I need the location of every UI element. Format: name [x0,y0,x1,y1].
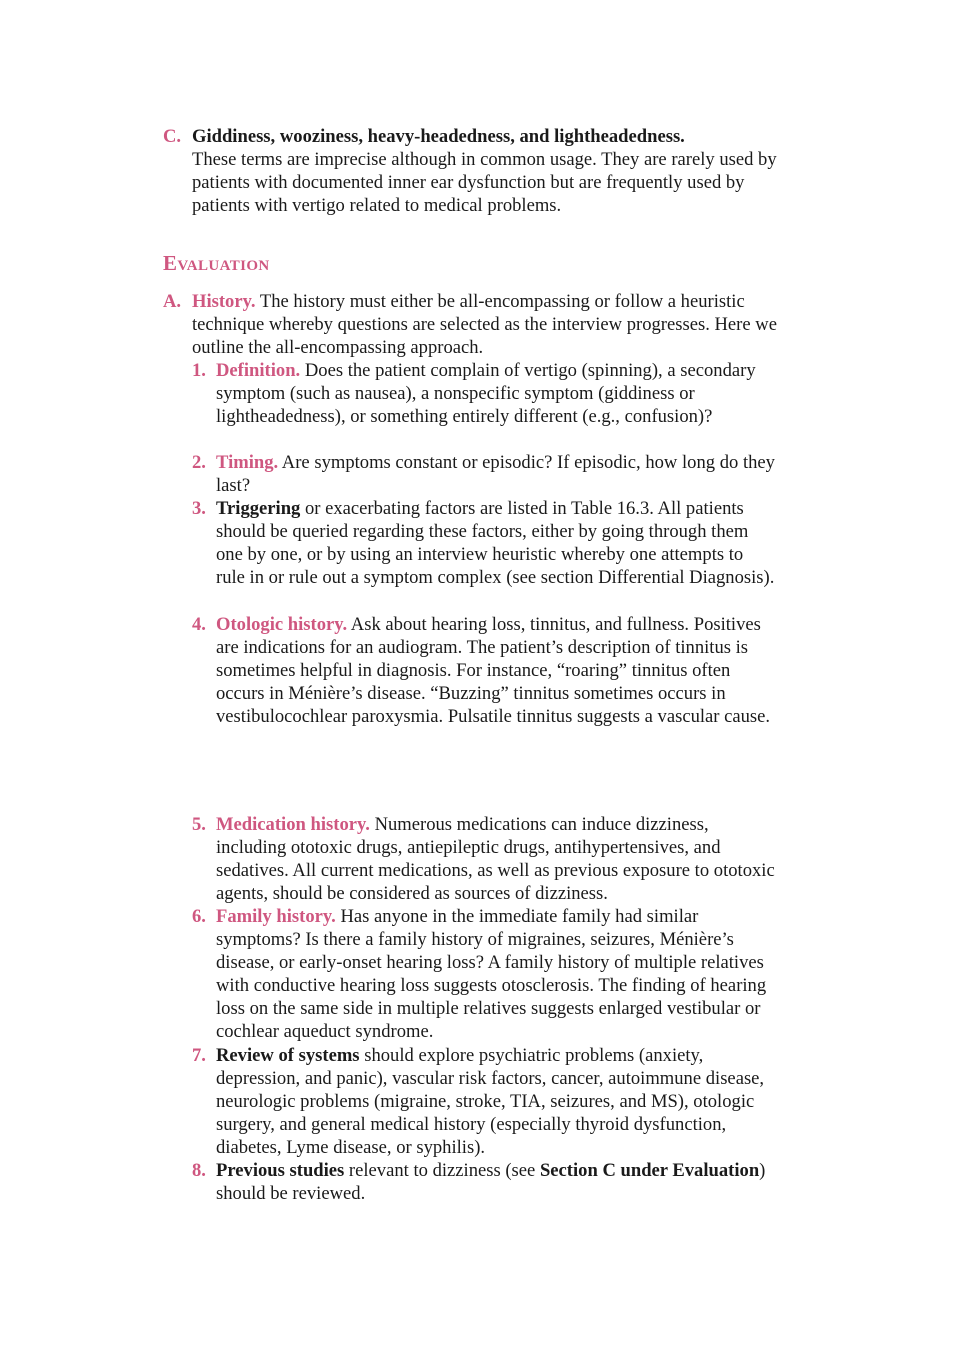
item-text: Numerous medications can induce dizzines… [216,814,775,904]
section-reference: Section C under Evaluation [539,1160,760,1181]
item-text: or exacerbating factors are listed in Ta… [216,498,775,588]
list-item: 1. Definition. Does the patient complain… [192,359,776,428]
item-lead: Otologic history. [216,614,348,635]
list-item: 6. Family history. Has anyone in the imm… [192,905,776,1043]
list-item: 4. Otologic history. Ask about hearing l… [192,613,776,728]
item-text: Does the patient complain of vertigo (sp… [216,360,756,427]
item-lead: Medication history. [216,814,370,835]
item-number: 3. [192,498,206,519]
item-text: should explore psychiatric problems (anx… [216,1045,765,1158]
section-c-body: These terms are imprecise although in co… [192,149,777,216]
list-item: 2. Timing. Are symptoms constant or epis… [192,451,776,497]
item-lead: Definition. [216,360,301,381]
list-item: 5. Medication history. Numerous medicati… [192,813,776,905]
section-a-marker: A. [163,291,182,312]
item-number: 1. [192,360,206,381]
item-number: 8. [192,1160,206,1181]
item-number: 6. [192,906,206,927]
item-lead: Triggering [216,498,301,519]
item-text: Has anyone in the immediate family had s… [216,906,767,1042]
section-c-title: Giddiness, wooziness, heavy-headedness, … [192,126,685,147]
item-text: relevant to dizziness (see [344,1160,540,1181]
item-lead: Family history. [216,906,336,927]
list-item: 7. Review of systems should explore psyc… [192,1044,776,1159]
item-lead: Review of systems [216,1045,360,1066]
item-lead: Timing. [216,452,279,473]
section-c-marker: C. [163,126,182,147]
item-text: Ask about hearing loss, tinnitus, and fu… [216,614,771,727]
item-number: 7. [192,1045,206,1066]
list-item: 8. Previous studies relevant to dizzines… [192,1159,776,1205]
item-number: 4. [192,614,206,635]
list-item: 3. Triggering or exacerbating factors ar… [192,497,776,589]
item-number: 2. [192,452,206,473]
item-text-tail: ) should be reviewed. [216,1160,766,1204]
section-a-history: A. History. The history must either be a… [163,290,792,359]
history-body: The history must either be all-encompass… [192,291,777,358]
section-c: C. Giddiness, wooziness, heavy-headednes… [163,125,792,217]
item-text: Are symptoms constant or episodic? If ep… [216,452,775,496]
history-title: History. [192,291,256,312]
item-number: 5. [192,814,206,835]
evaluation-heading: Evaluation [163,251,270,275]
item-lead: Previous studies [216,1160,345,1181]
